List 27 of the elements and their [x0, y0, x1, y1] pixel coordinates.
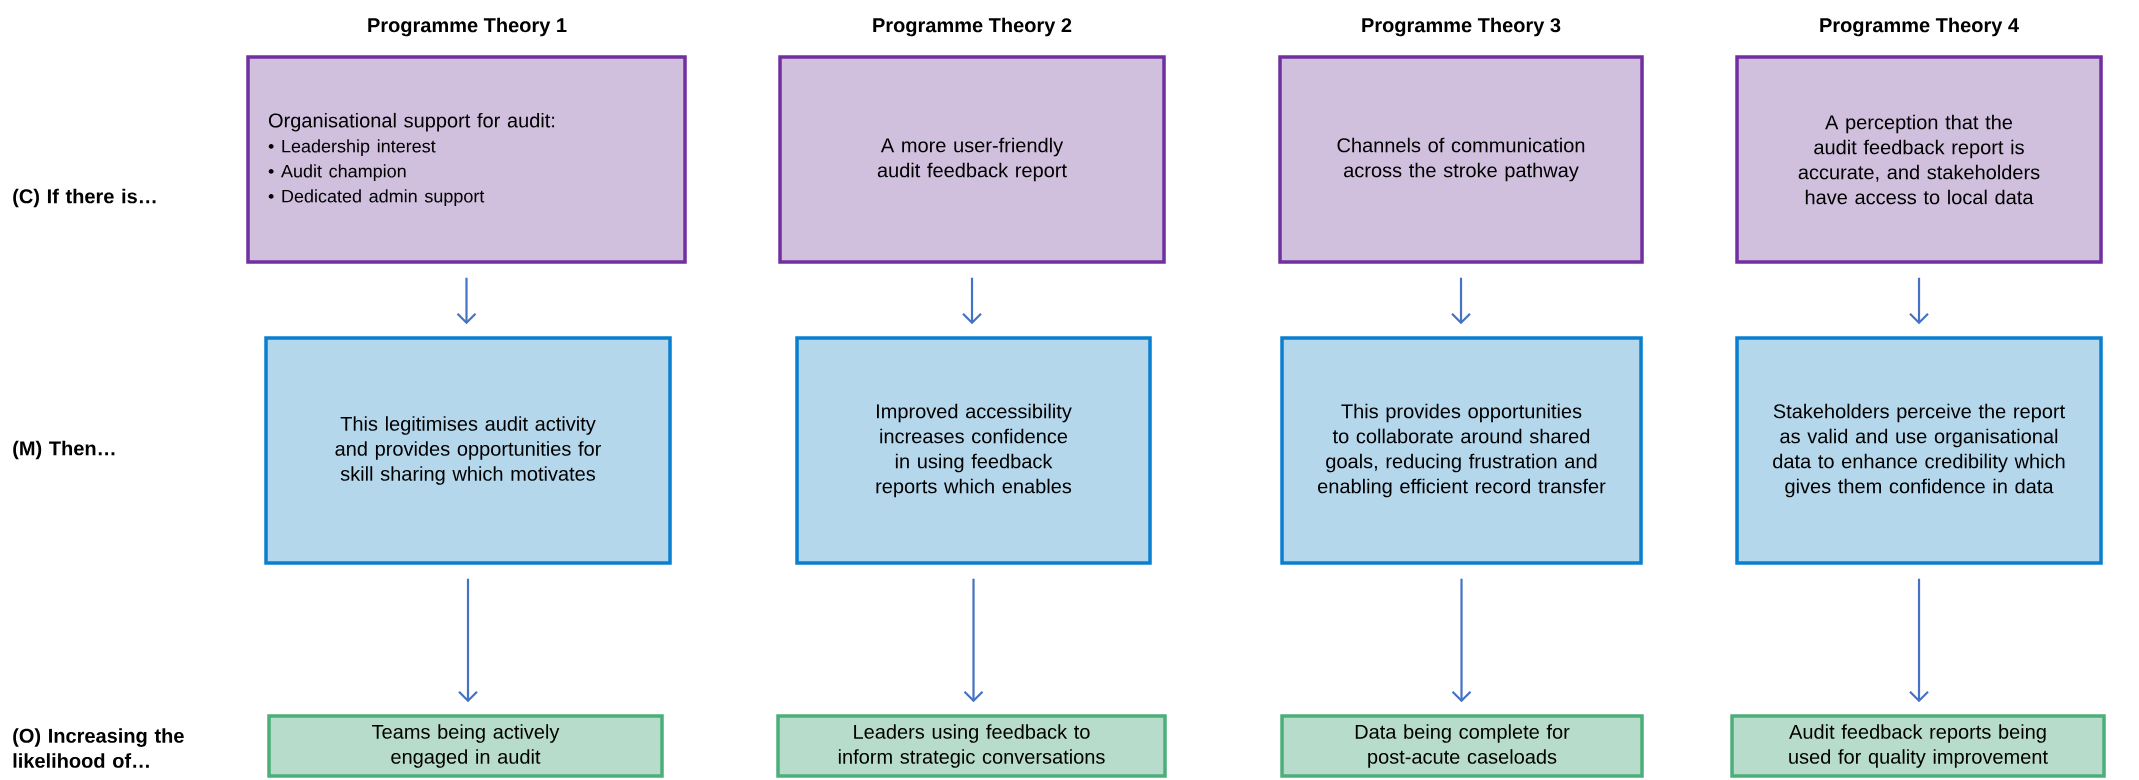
outcome-box: Teams being actively engaged in audit [267, 714, 664, 778]
column-heading: Programme Theory 1 [368, 17, 567, 37]
row-label: (O) Increasing the likelihood of… [13, 728, 184, 768]
mechanism-box: This legitimises audit activity and provides opportunities for skill sharing which motivates [264, 336, 672, 565]
arrow [1451, 277, 1471, 325]
row-label: (M) Then… [13, 440, 115, 460]
context-box: A perception that the audit feedback report is accurate, and stakeholders have access to local data [1735, 55, 2103, 264]
column-heading: Programme Theory 2 [873, 17, 1072, 37]
mechanism-box: This provides opportunities to collaborate around shared goals, reducing frustration and enabling efficient record transfer [1280, 336, 1643, 565]
column-heading: Programme Theory 3 [1362, 17, 1561, 37]
arrow [1451, 578, 1472, 703]
column-heading: Programme Theory 4 [1820, 17, 2019, 37]
arrow [963, 578, 984, 703]
mechanism-box: Stakeholders perceive the report as valid and use organisational data to enhance credibility which gives them confidence in data [1735, 336, 2103, 565]
context-box: Channels of communication across the stroke pathway [1278, 55, 1644, 264]
arrow [962, 277, 982, 325]
arrow [1909, 277, 1929, 325]
row-label: (C) If there is… [13, 188, 156, 208]
outcome-box: Leaders using feedback to inform strategic conversations [776, 714, 1167, 778]
arrow [458, 578, 478, 703]
outcome-box: Data being complete for post-acute caseloads [1280, 714, 1644, 778]
context-box: A more user-friendly audit feedback report [778, 55, 1166, 264]
context-box: Organisational support for audit: • Leadership interest • Audit champion • Dedicated admin support [246, 55, 687, 264]
arrow [1909, 578, 1929, 703]
arrow [456, 277, 477, 325]
mechanism-box: Improved accessibility increases confidence in using feedback reports which enables [795, 336, 1152, 565]
outcome-box: Audit feedback reports being used for quality improvement [1730, 714, 2106, 778]
